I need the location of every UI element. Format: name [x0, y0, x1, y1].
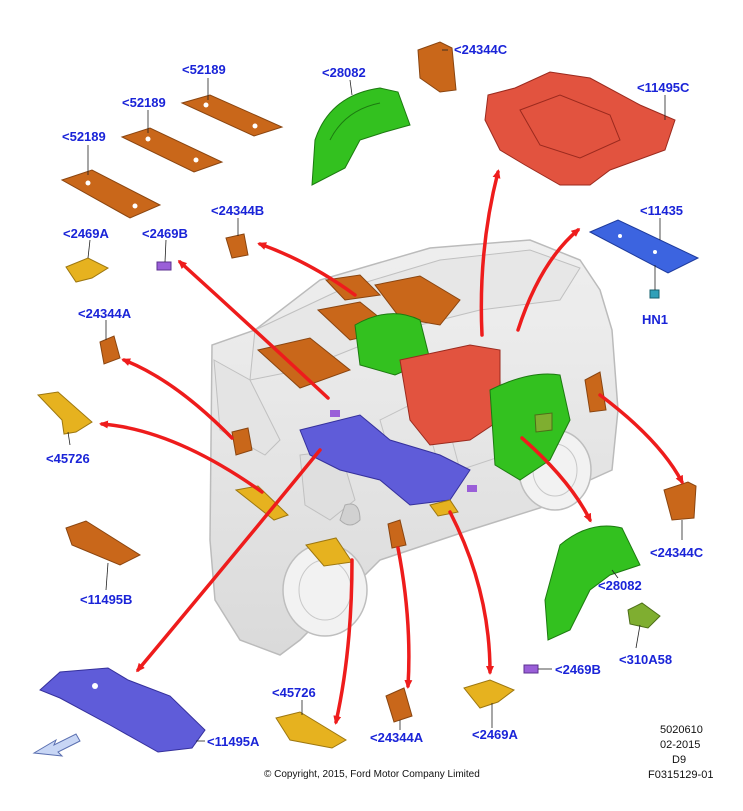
arrow-to-24344c-right [598, 393, 684, 485]
part-24344b [225, 233, 249, 259]
label-52189-low: <52189 [62, 129, 106, 144]
arrow-to-45726-left [99, 420, 264, 494]
arrow-to-11495c [479, 169, 501, 337]
label-leader-lines [67, 49, 683, 742]
part-11495c [484, 71, 676, 186]
part-hn1 [649, 289, 660, 299]
label-11435: <11435 [640, 203, 684, 218]
copyright-notice: © Copyright, 2015, Ford Motor Company Li… [264, 769, 480, 780]
part-310a58 [627, 602, 661, 629]
label-2469a-left: <2469A [63, 226, 109, 241]
label-2469a-bottom: <2469A [472, 727, 518, 742]
arrow-to-24344b [257, 242, 357, 297]
part-2469b-right [523, 664, 539, 674]
label-hn1: HN1 [642, 312, 669, 327]
part-11495a [39, 667, 206, 753]
arrow-to-24344a-left [121, 358, 234, 440]
label-11495a: <11495A [207, 734, 260, 749]
label-24344a-bottom: <24344A [370, 730, 424, 745]
label-28082-right: <28082 [598, 578, 642, 593]
arrow-to-24344a-bottom [396, 546, 413, 689]
label-2469b-left: <2469B [142, 226, 188, 241]
diagram-code: 5020610 [660, 724, 703, 736]
label-45726-left: <45726 [46, 451, 90, 466]
arrow-to-28082-right [520, 436, 592, 523]
figure-id: F0315129-01 [648, 769, 714, 781]
part-24344a-bottom [385, 687, 413, 723]
label-52189-mid: <52189 [122, 95, 166, 110]
label-11495c: <11495C [637, 80, 690, 95]
label-24344b: <24344B [211, 203, 265, 218]
part-24344a-left [99, 335, 121, 365]
arrow-to-2469b-left [177, 259, 330, 400]
part-2469a-left [65, 257, 110, 283]
label-24344c-right: <24344C [650, 545, 704, 560]
part-24344c-right [663, 481, 697, 521]
label-310a58: <310A58 [619, 652, 673, 667]
part-11435 [588, 219, 700, 274]
part-52189-low [60, 169, 162, 219]
label-28082-top: <28082 [322, 65, 366, 80]
part-45726-left [36, 391, 93, 435]
vehicle-installed-parts [231, 274, 607, 567]
label-24344c-top: <24344C [454, 42, 508, 57]
orientation-arrow-icon [32, 733, 81, 757]
part-28082-top [311, 87, 411, 186]
label-2469b-right: <2469B [555, 662, 601, 677]
part-28082-right [544, 525, 641, 641]
label-45726-bottom: <45726 [272, 685, 316, 700]
part-52189-mid [120, 127, 224, 173]
arrow-to-11495a [136, 448, 322, 673]
leader-arrows [99, 169, 684, 725]
part-2469a-bottom [463, 679, 515, 709]
part-52189-top [180, 94, 284, 137]
label-52189-top: <52189 [182, 62, 226, 77]
part-24344c-top [417, 41, 457, 93]
diagram-date: 02-2015 [660, 739, 701, 751]
diagram-variant: D9 [672, 754, 687, 766]
part-11495b [65, 520, 142, 566]
arrow-to-11435 [516, 228, 581, 332]
part-45726-bottom [275, 711, 347, 749]
label-24344a-left: <24344A [78, 306, 132, 321]
arrow-to-45726-bottom [333, 558, 354, 725]
part-2469b-left [156, 261, 172, 271]
arrow-to-2469a-bottom [448, 510, 494, 675]
label-11495b: <11495B [80, 592, 133, 607]
